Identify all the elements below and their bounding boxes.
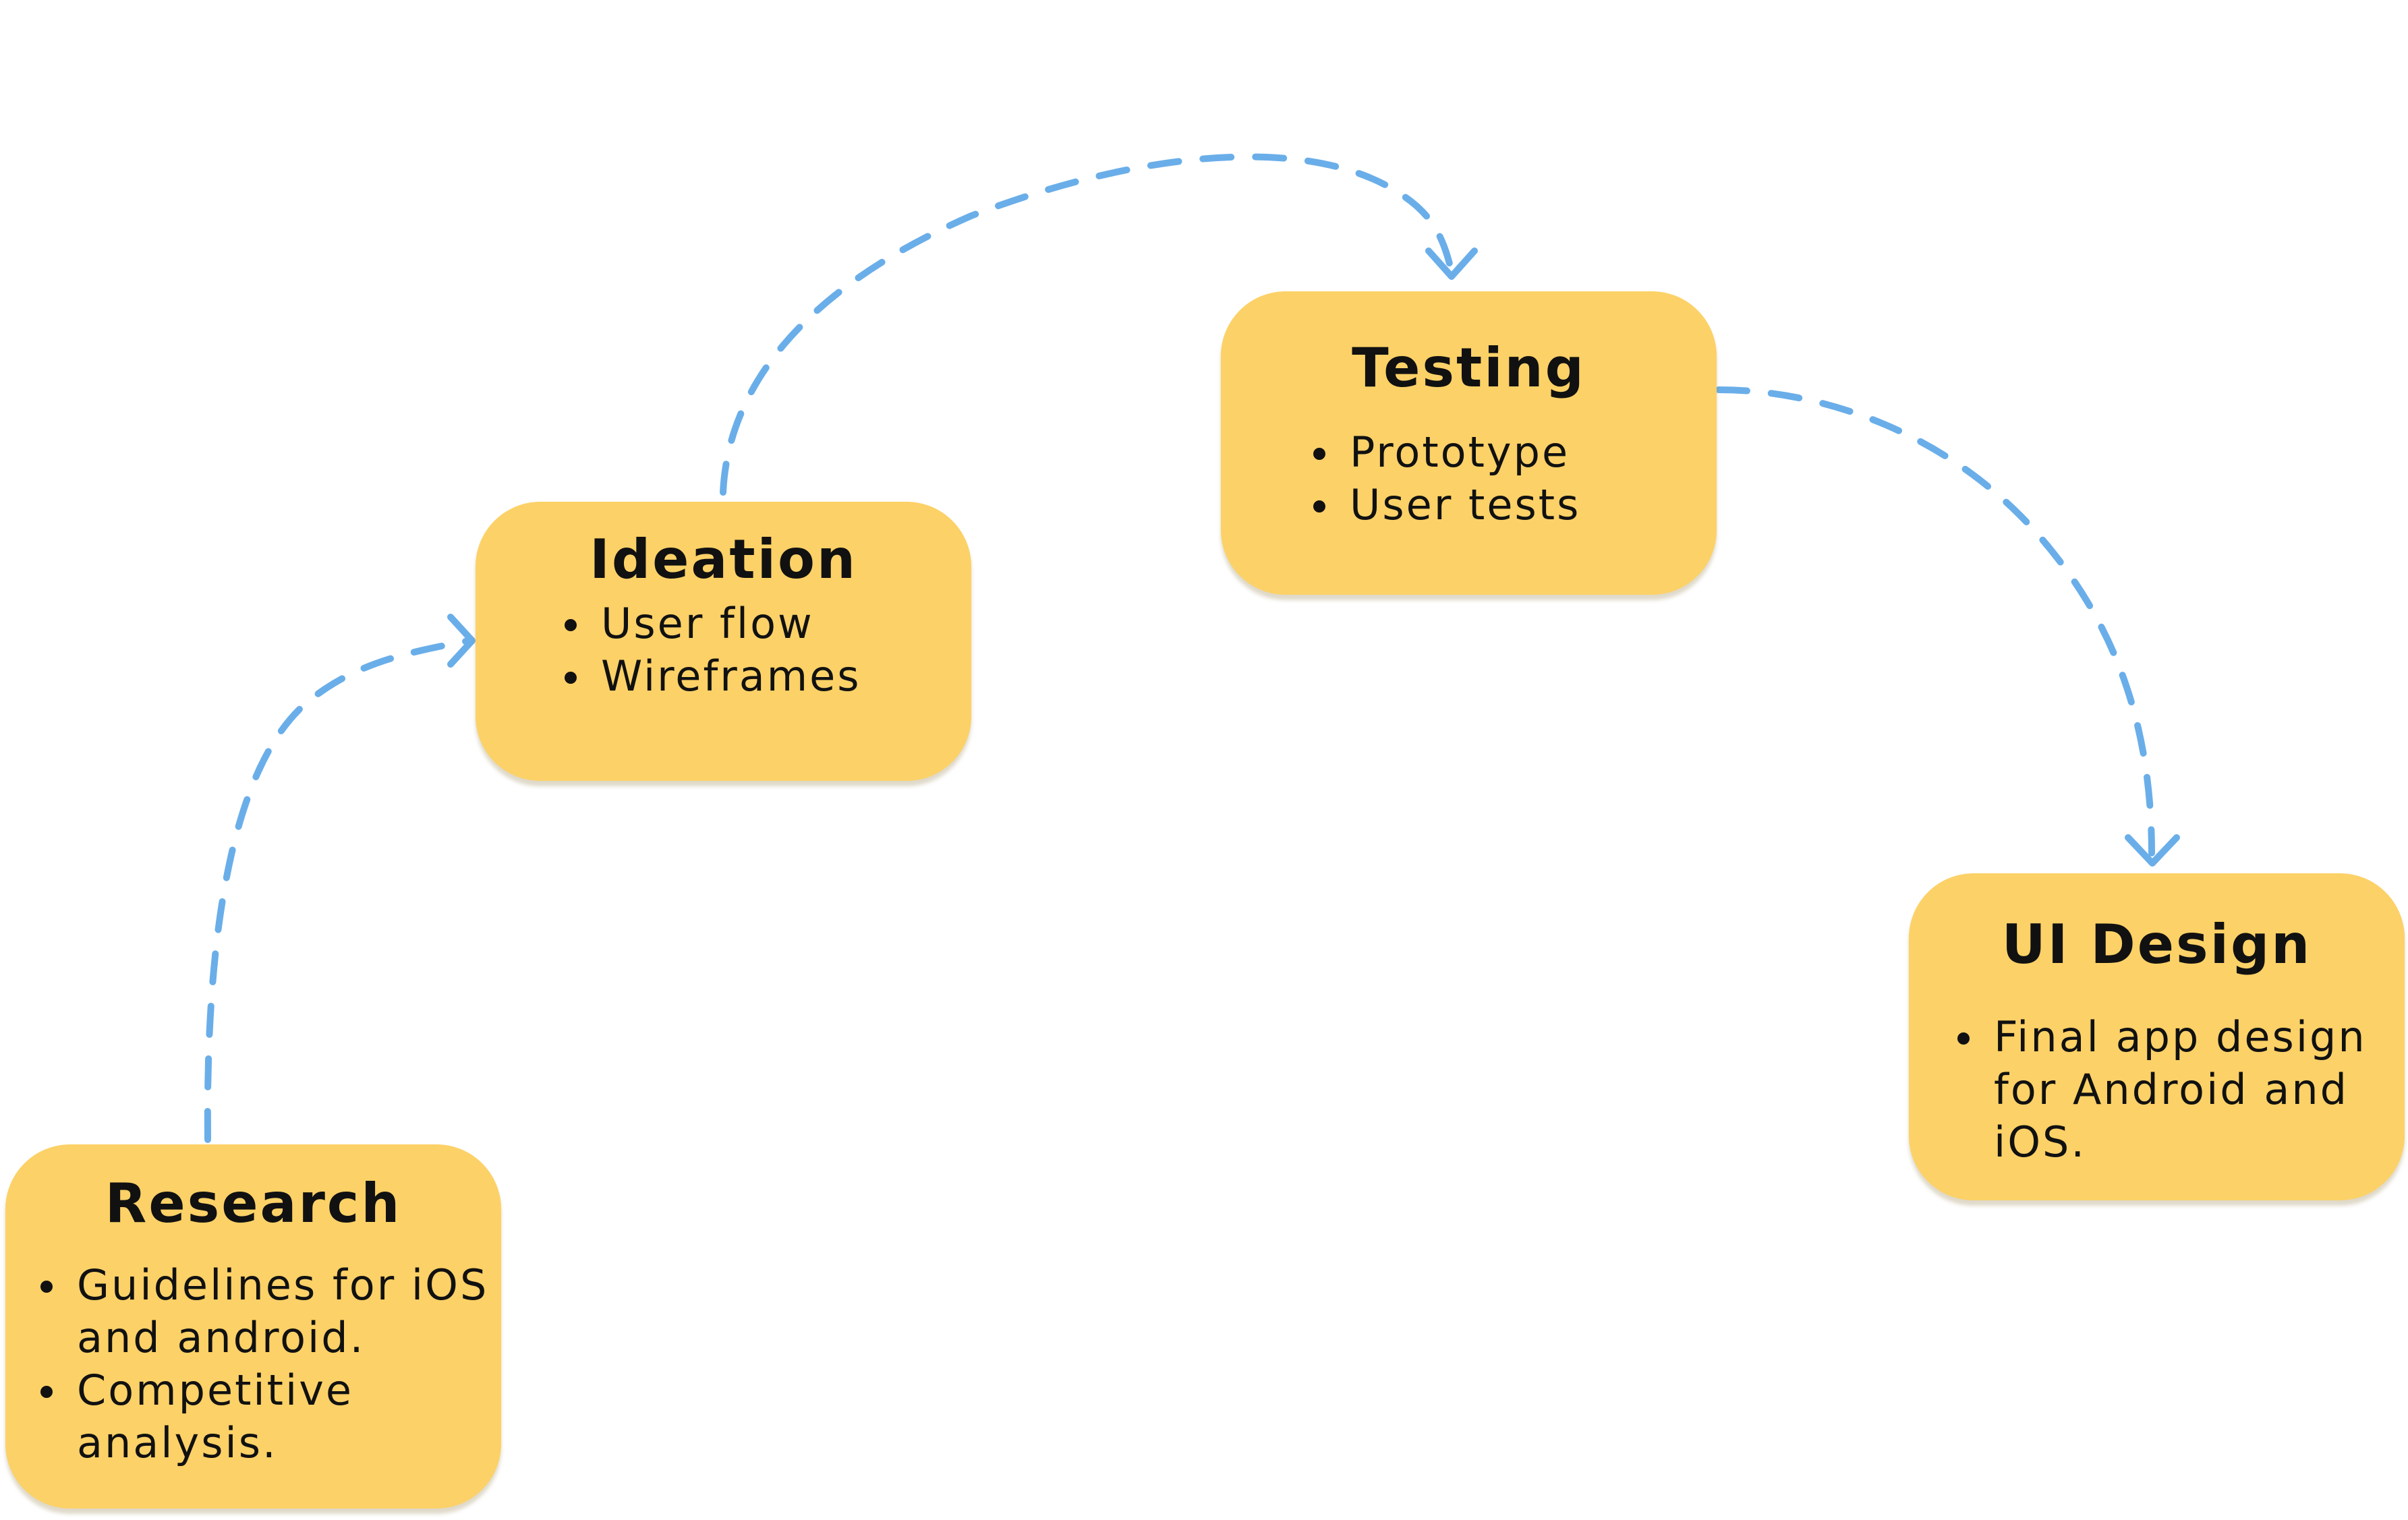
node-ideation: Ideation User flow Wireframes <box>476 502 971 781</box>
list-item: Final app design for Android and iOS. <box>1949 1011 2405 1169</box>
arrowhead-icon <box>1425 247 1478 280</box>
connector-ideation-to-testing <box>720 153 1478 496</box>
node-title: Ideation <box>590 528 857 591</box>
list-item: Prototype <box>1305 426 1717 479</box>
node-title: Research <box>105 1172 402 1235</box>
node-bullet-list: Guidelines for iOS and android. Competit… <box>5 1259 501 1469</box>
node-ui-design: UI Design Final app design for Android a… <box>1909 873 2405 1200</box>
connector-testing-to-uidesign <box>1715 386 2180 867</box>
connector-research-to-ideation <box>204 614 476 1143</box>
list-item: Guidelines for iOS and android. <box>32 1259 501 1364</box>
list-item: Wireframes <box>556 650 971 703</box>
node-bullet-list: Final app design for Android and iOS. <box>1909 1011 2405 1169</box>
list-item: Competitive analysis. <box>32 1364 501 1469</box>
node-title: Testing <box>1352 337 1586 399</box>
list-item: User flow <box>556 597 971 650</box>
arrowhead-icon <box>447 614 476 668</box>
list-item: User tests <box>1305 479 1717 531</box>
node-title: UI Design <box>2001 913 2312 976</box>
node-testing: Testing Prototype User tests <box>1221 291 1717 595</box>
arrowhead-icon <box>2125 834 2180 867</box>
node-bullet-list: User flow Wireframes <box>476 597 971 703</box>
node-bullet-list: Prototype User tests <box>1221 426 1717 531</box>
node-research: Research Guidelines for iOS and android.… <box>5 1144 501 1509</box>
